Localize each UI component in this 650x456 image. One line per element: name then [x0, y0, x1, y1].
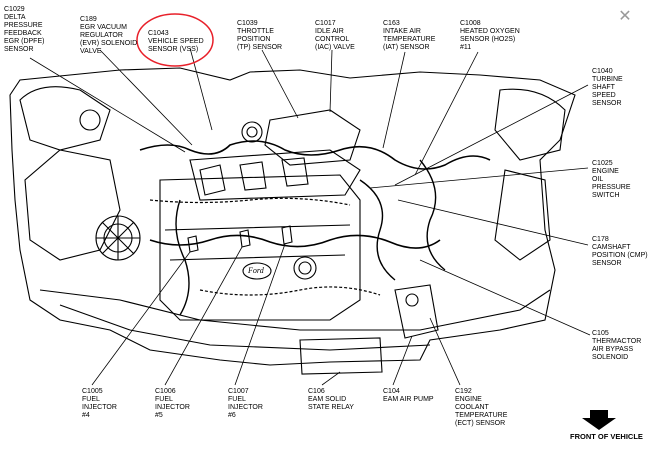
left-tower [24, 149, 121, 261]
oil-filler-cap [293, 256, 317, 280]
eam-relay-box [299, 337, 383, 375]
intake-manifold [189, 149, 361, 201]
ford-logo-text: Ford [248, 266, 264, 275]
ford-oval [242, 262, 272, 280]
eam-air-pump [394, 284, 439, 339]
close-icon[interactable]: ✕ [618, 8, 632, 25]
right-fender [494, 88, 566, 161]
front-of-vehicle-arrow-icon [582, 410, 616, 430]
front-of-vehicle-label: FRONT OF VEHICLE [570, 432, 643, 441]
engine-bay-outline [9, 67, 576, 366]
wiring-harness [139, 140, 491, 170]
highlight-circle [136, 13, 214, 67]
throttle-body [264, 109, 361, 166]
left-fender [19, 86, 111, 151]
engine-block [159, 174, 361, 321]
